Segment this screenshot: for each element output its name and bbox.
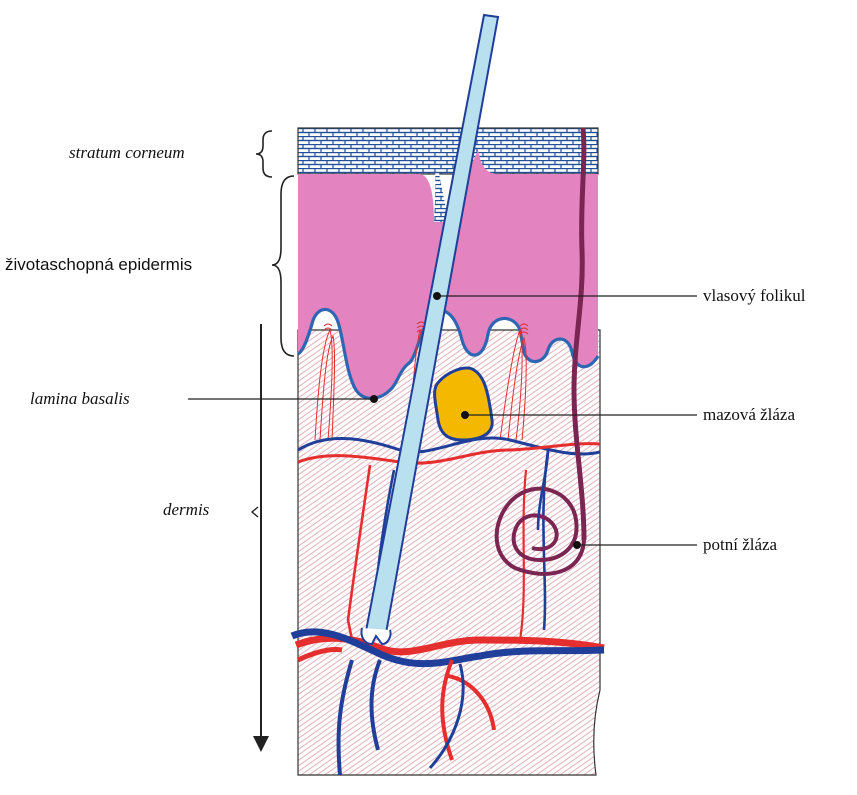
brace-stratum-corneum bbox=[256, 131, 272, 177]
lamina-basalis-dot bbox=[370, 395, 378, 403]
sweat-gland-dot bbox=[573, 541, 581, 549]
label-sebaceous-gland: mazová žláza bbox=[703, 405, 795, 425]
label-dermis: dermis bbox=[163, 500, 209, 520]
label-viable-epidermis: životaschopná epidermis bbox=[5, 255, 192, 275]
label-stratum-corneum: stratum corneum bbox=[69, 143, 185, 163]
brace-epidermis bbox=[272, 176, 294, 356]
stratum-corneum-layer bbox=[298, 128, 598, 174]
label-sweat-gland: potní žláza bbox=[703, 535, 777, 555]
label-hair-follicle: vlasový folikul bbox=[703, 286, 805, 306]
hair-follicle-dot bbox=[433, 292, 441, 300]
sebaceous-gland-shape bbox=[435, 368, 493, 440]
label-lamina-basalis: lamina basalis bbox=[30, 389, 130, 409]
sebaceous-gland-dot bbox=[461, 411, 469, 419]
